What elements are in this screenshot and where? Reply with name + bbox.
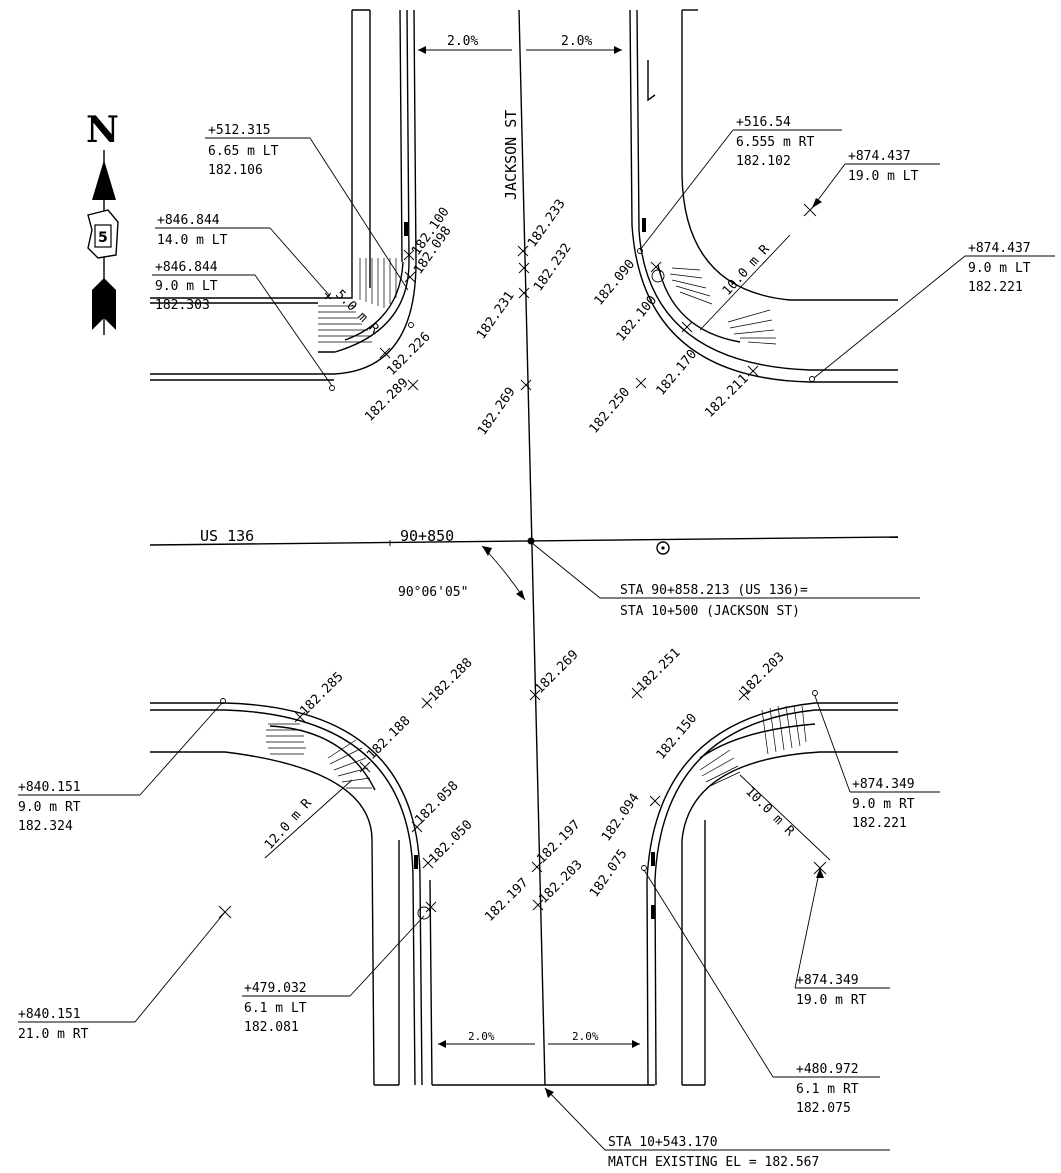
radius-sw: 12.0 m R: [262, 796, 315, 853]
callout-480972-off: 6.1 m RT: [796, 1082, 859, 1097]
radius-se: 10.0 m R: [742, 784, 797, 839]
callout-479032-off: 6.1 m LT: [244, 1001, 307, 1016]
survey-point-icon: [661, 546, 665, 550]
north-arrow: N 5: [86, 109, 119, 335]
elev-182269b: 182.269: [532, 647, 581, 696]
callout-846844a-off: 14.0 m LT: [157, 233, 228, 248]
callout-874437b-sta: +874.437: [968, 241, 1031, 256]
us-136-label: US 136: [200, 527, 254, 545]
callout-874349a-el: 182.221: [852, 816, 907, 831]
route-shield-number: 5: [98, 230, 108, 246]
callout-840151a-el: 182.324: [18, 819, 73, 834]
sw-quadrant: [150, 698, 655, 1086]
sta-note-line2: STA 10+500 (JACKSON ST): [620, 604, 800, 619]
elev-182100b: 182.100: [614, 293, 661, 345]
elev-182250: 182.250: [587, 385, 634, 437]
slope-top-right: 2.0%: [561, 34, 592, 49]
callout-512315-off: 6.65 m LT: [208, 144, 279, 159]
callout-846844b-el: 182.303: [155, 298, 210, 313]
callout-846844b-off: 9.0 m LT: [155, 279, 218, 294]
callout-840151a-off: 9.0 m RT: [18, 800, 81, 815]
callout-51654-off: 6.555 m RT: [736, 135, 814, 150]
elev-182170: 182.170: [654, 347, 701, 399]
elev-182094: 182.094: [599, 791, 643, 845]
pi-point: [527, 537, 535, 545]
jackson-st-centerline: [518, 9, 546, 1086]
callout-874349b-off: 19.0 m RT: [796, 993, 867, 1008]
match-note-line1: STA 10+543.170: [608, 1135, 718, 1150]
callout-874437a-off: 19.0 m LT: [848, 169, 919, 184]
elev-182285: 182.285: [297, 669, 346, 718]
callout-512315-el: 182.106: [208, 163, 263, 178]
elev-182269a: 182.269: [475, 385, 519, 438]
callout-846844b-sta: +846.844: [155, 260, 218, 275]
callout-51654-sta: +516.54: [736, 115, 791, 130]
elev-182226: 182.226: [384, 329, 433, 378]
callout-874349b-sta: +874.349: [796, 973, 859, 988]
callout-874437b-el: 182.221: [968, 280, 1023, 295]
elev-182075: 182.075: [587, 847, 631, 900]
callout-480972-sta: +480.972: [796, 1062, 859, 1077]
intersection-angle: 90°06'05": [398, 585, 468, 600]
callout-512315-sta: +512.315: [208, 123, 271, 138]
callout-479032-sta: +479.032: [244, 981, 307, 996]
elev-182197b: 182.197: [482, 875, 531, 924]
sta-note-line1: STA 90+858.213 (US 136)=: [620, 583, 808, 598]
callout-51654-el: 182.102: [736, 154, 791, 169]
callout-840151b-off: 21.0 m RT: [18, 1027, 89, 1042]
elev-182203a: 182.203: [738, 649, 787, 698]
elev-182188: 182.188: [364, 713, 413, 762]
us-136-centerline: [149, 536, 899, 546]
slope-top-left: 2.0%: [447, 34, 478, 49]
elev-182231: 182.231: [474, 289, 518, 342]
callout-840151b-sta: +840.151: [18, 1007, 81, 1022]
elev-182058: 182.058: [412, 778, 461, 827]
north-arrow-tail-icon: [92, 278, 116, 330]
nw-quadrant: [150, 9, 417, 391]
elev-182090: 182.090: [592, 257, 639, 309]
north-arrow-head-icon: [92, 160, 116, 200]
ne-quadrant: [629, 9, 898, 383]
slope-bottom-right: 2.0%: [572, 1030, 599, 1043]
callout-840151a-sta: +840.151: [18, 780, 81, 795]
callout-874349a-off: 9.0 m RT: [852, 797, 915, 812]
callout-874437a-sta: +874.437: [848, 149, 911, 164]
station-90-850-label: 90+850: [400, 527, 454, 545]
north-letter: N: [86, 109, 119, 151]
callout-874349a-sta: +874.349: [852, 777, 915, 792]
callout-874437b-off: 9.0 m LT: [968, 261, 1031, 276]
elev-182050: 182.050: [426, 817, 475, 866]
elev-182288: 182.288: [426, 655, 475, 704]
se-quadrant: [641, 690, 898, 1086]
callout-480972-el: 182.075: [796, 1101, 851, 1116]
jackson-st-label: JACKSON ST: [502, 110, 520, 200]
elev-182211: 182.211: [702, 371, 751, 420]
callout-846844a-sta: +846.844: [157, 213, 220, 228]
match-note-line2: MATCH EXISTING EL = 182.567: [608, 1155, 819, 1170]
elev-182251: 182.251: [634, 645, 683, 694]
slope-bottom-left: 2.0%: [468, 1030, 495, 1043]
callout-479032-el: 182.081: [244, 1020, 299, 1035]
elev-182289: 182.289: [362, 375, 411, 424]
